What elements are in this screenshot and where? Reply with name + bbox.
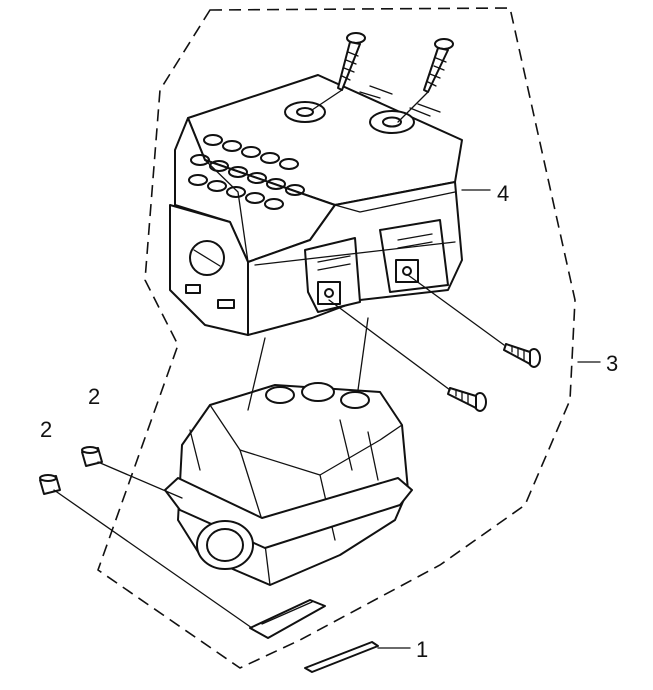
callout-2b: 2 [88,384,100,409]
assembly-lines [53,89,601,649]
screw-right-1 [503,343,541,368]
bushing-part-2b [81,446,103,467]
callout-1: 1 [416,637,428,662]
callout-4: 4 [497,181,509,206]
bushing-part-2a [39,474,61,495]
screw-right-2 [447,387,487,412]
callout-3: 3 [606,351,618,376]
lower-canister [164,382,413,586]
outlet-plate [249,599,326,639]
callout-2a: 2 [40,417,52,442]
upper-cover [169,74,463,336]
screw-top-right [423,38,454,93]
pin-part-1 [304,641,379,673]
screw-top-left [337,32,366,91]
assembly-boundary [97,7,576,669]
